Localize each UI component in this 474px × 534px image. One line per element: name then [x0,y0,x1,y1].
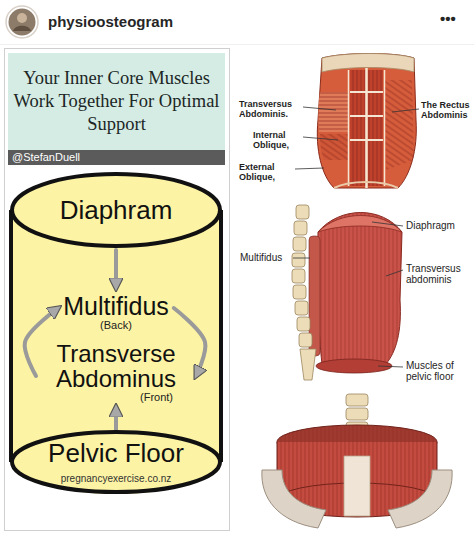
abdominal-muscles-front [317,54,416,189]
pelvis-corset [346,408,368,420]
abdominal-muscles-front [320,134,348,160]
node-subtext: (Back) [100,319,132,331]
header [9,9,36,36]
node-text: Multifidus [63,293,169,319]
core-cutaway [295,301,308,315]
leader-line [386,270,403,276]
title-box: Your Inner Core Muscles Work Together Fo… [8,53,225,150]
node-subtext: (Front) [41,391,191,403]
ellipse-outline [12,174,220,246]
core-cutaway [293,285,306,299]
core-cutaway [292,205,402,380]
header [17,13,27,23]
leader-line [303,137,338,140]
node-text: Pelvic Floor [48,439,184,468]
abdominal-muscles-front [365,68,368,188]
username: physioosteogram [48,13,173,30]
pelvis-corset [388,470,452,528]
core-cutaway [318,213,402,365]
flow-arrow [174,308,206,376]
left-panel [5,49,230,531]
watermark: pregnancyexercise.co.nz [30,473,202,484]
abdominal-muscles-front [348,70,350,186]
abdominal-muscles-front [318,92,348,132]
core-cutaway [318,213,402,365]
abdominal-muscles-front [384,80,414,170]
abdominal-muscles-front [350,91,383,93]
pelvic-floor-ellipse: Pelvic Floor [10,430,222,494]
leader-line [293,107,419,367]
node-text: Transverse Abdominus [41,341,191,391]
muscle-label: External Oblique, [239,162,295,182]
muscle-label: Transversus abdominis [406,263,472,285]
core-cutaway [292,205,316,380]
header [0,0,474,45]
flow-arrow [114,407,118,431]
node-text: Diaphram [60,196,173,225]
abdominal-muscles-front [322,54,414,73]
abdominal-muscles-front [318,92,348,132]
ellipse-outline [12,432,220,492]
cylinder-body [11,210,221,494]
cylinder-body [9,210,13,462]
pelvis-corset [262,470,326,528]
abdominal-muscles-front [350,139,383,141]
leader-line [293,258,310,259]
flow-arrow [114,250,118,288]
header [0,44,474,45]
core-cutaway [294,221,307,235]
pelvis-corset [346,394,368,406]
muscle-label: Transversus Abdominis. [239,99,303,119]
core-cutaway [297,317,310,331]
muscle-label: Diaphragm [406,220,455,231]
credit-band: @StefanDuell [8,150,225,165]
abdominal-muscles-front [384,70,386,186]
leader-line [295,168,324,169]
left-panel [5,49,230,531]
diaphragm-ellipse: Diaphram [10,172,222,248]
flow-arrow [25,308,59,376]
muscle-label-box: Multifidus(Back) [63,293,169,331]
node-text: @StefanDuell [12,151,80,164]
abdominal-muscles-front [350,115,383,117]
header [0,0,474,44]
abdominal-muscles-front [320,134,348,160]
core-cutaway [296,205,309,219]
core-cutaway [300,349,316,380]
header [13,26,31,31]
menu-dots: ••• [440,10,456,27]
core-cutaway [299,333,312,347]
muscle-label-box: Transverse Abdominus(Front) [41,341,191,403]
leader-line [372,222,403,226]
leader-line [392,109,419,112]
cylinder-body [11,210,221,494]
pelvis-corset [262,394,452,528]
leader-line [378,366,403,367]
muscle-label: Internal Oblique, [253,130,303,150]
pelvis-corset [344,456,370,516]
core-cutaway [293,237,306,251]
header [6,6,38,38]
leader-line [303,107,336,110]
core-cutaway [292,253,305,267]
abdominal-muscles-front [317,54,416,189]
abdominal-muscles-front [334,182,398,188]
node-text: Your Inner Core Muscles Work Together Fo… [11,67,222,136]
core-cutaway [318,216,402,233]
muscle-label: Multifidus [240,252,282,263]
muscle-label: Muscles of pelvic floor [406,360,472,382]
core-cutaway [292,269,305,283]
muscle-label: The Rectus Abdominis [421,100,473,120]
cylinder-body [219,210,223,462]
